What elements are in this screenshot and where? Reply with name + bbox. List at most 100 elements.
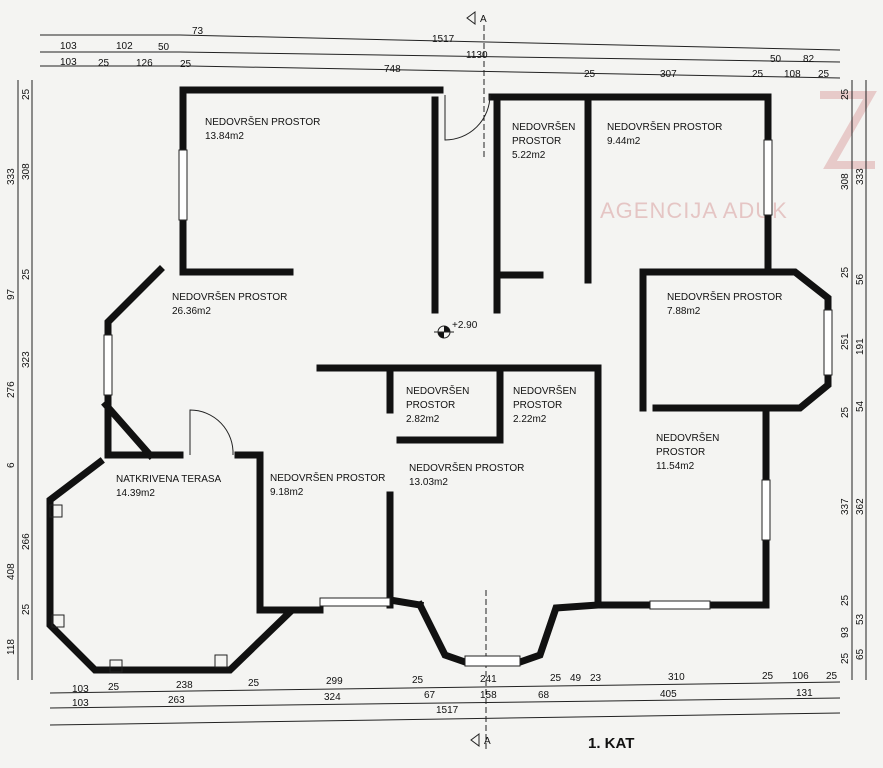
svg-text:25: 25 <box>412 675 424 686</box>
svg-text:25: 25 <box>840 266 851 278</box>
svg-text:408: 408 <box>6 563 17 580</box>
watermark-logo <box>820 91 877 169</box>
svg-text:158: 158 <box>480 690 497 701</box>
svg-text:25: 25 <box>108 682 120 693</box>
svg-text:23: 23 <box>590 673 602 684</box>
svg-text:5.22m2: 5.22m2 <box>512 150 546 161</box>
svg-text:1517: 1517 <box>436 705 459 716</box>
svg-text:NEDOVRŠEN PROSTOR: NEDOVRŠEN PROSTOR <box>172 290 287 303</box>
svg-text:NATKRIVENA TERASA: NATKRIVENA TERASA <box>116 474 222 485</box>
svg-text:26.36m2: 26.36m2 <box>172 306 211 317</box>
svg-text:7.88m2: 7.88m2 <box>667 306 701 317</box>
svg-text:241: 241 <box>480 674 497 685</box>
svg-text:333: 333 <box>855 168 866 185</box>
svg-text:PROSTOR: PROSTOR <box>656 447 705 458</box>
svg-text:25: 25 <box>248 678 260 689</box>
svg-text:25: 25 <box>550 673 562 684</box>
room-9-44: NEDOVRŠEN PROSTOR 9.44m2 <box>607 120 722 147</box>
svg-text:25: 25 <box>21 603 32 615</box>
svg-text:54: 54 <box>855 400 866 412</box>
svg-text:NEDOVRŠEN PROSTOR: NEDOVRŠEN PROSTOR <box>409 461 524 474</box>
svg-text:25: 25 <box>840 88 851 100</box>
svg-text:362: 362 <box>855 498 866 515</box>
svg-text:333: 333 <box>6 168 17 185</box>
level-marker: +2.90 <box>434 320 478 339</box>
svg-text:PROSTOR: PROSTOR <box>406 400 455 411</box>
svg-text:276: 276 <box>6 381 17 398</box>
svg-text:191: 191 <box>855 338 866 355</box>
svg-text:2.82m2: 2.82m2 <box>406 414 440 425</box>
svg-text:PROSTOR: PROSTOR <box>513 400 562 411</box>
svg-text:251: 251 <box>840 333 851 350</box>
bottom-dimensions: 103 25 238 25 299 25 241 25 49 23 310 25… <box>49 671 841 726</box>
svg-text:25: 25 <box>762 671 774 682</box>
svg-text:65: 65 <box>855 648 866 660</box>
watermark: AGENCIJA ADUK <box>600 198 788 223</box>
svg-text:1130: 1130 <box>466 50 488 61</box>
svg-text:307: 307 <box>660 69 677 80</box>
room-26-36: NEDOVRŠEN PROSTOR 26.36m2 <box>172 290 287 317</box>
room-2-22: NEDOVRŠEN PROSTOR 2.22m2 <box>513 384 576 425</box>
svg-text:NEDOVRŠEN PROSTOR: NEDOVRŠEN PROSTOR <box>205 115 320 128</box>
svg-text:108: 108 <box>784 69 801 80</box>
svg-text:118: 118 <box>6 639 17 655</box>
svg-text:25: 25 <box>21 268 32 280</box>
svg-text:405: 405 <box>660 689 677 700</box>
svg-text:PROSTOR: PROSTOR <box>512 136 561 147</box>
doors <box>189 94 491 456</box>
svg-text:25: 25 <box>21 88 32 100</box>
svg-text:56: 56 <box>855 273 866 285</box>
svg-text:11.54m2: 11.54m2 <box>656 461 695 472</box>
svg-text:50: 50 <box>158 42 170 53</box>
walls <box>46 86 832 674</box>
section-marker-top: A <box>466 11 487 160</box>
svg-text:NEDOVRŠEN PROSTOR: NEDOVRŠEN PROSTOR <box>607 120 722 133</box>
svg-text:131: 131 <box>796 688 813 699</box>
svg-text:9.44m2: 9.44m2 <box>607 136 641 147</box>
svg-text:323: 323 <box>21 351 32 368</box>
svg-text:238: 238 <box>176 680 193 691</box>
svg-text:266: 266 <box>21 533 32 550</box>
room-7-88: NEDOVRŠEN PROSTOR 7.88m2 <box>667 290 782 317</box>
svg-text:310: 310 <box>668 672 685 683</box>
svg-text:308: 308 <box>21 163 32 180</box>
room-5-22: NEDOVRŠEN PROSTOR 5.22m2 <box>512 120 575 161</box>
svg-text:NEDOVRŠEN PROSTOR: NEDOVRŠEN PROSTOR <box>270 471 385 484</box>
left-dimensions: 333 97 276 6 408 118 25 308 25 323 266 2… <box>6 80 33 680</box>
svg-text:25: 25 <box>826 671 838 682</box>
svg-text:25: 25 <box>840 652 851 664</box>
svg-text:NEDOVRŠEN: NEDOVRŠEN <box>512 120 575 133</box>
svg-text:25: 25 <box>180 59 192 70</box>
svg-text:25: 25 <box>840 594 851 606</box>
svg-text:263: 263 <box>168 695 185 706</box>
svg-text:103: 103 <box>72 698 89 709</box>
svg-text:97: 97 <box>6 288 17 300</box>
svg-text:NEDOVRŠEN PROSTOR: NEDOVRŠEN PROSTOR <box>667 290 782 303</box>
svg-text:299: 299 <box>326 676 343 687</box>
svg-text:106: 106 <box>792 671 809 682</box>
svg-text:67: 67 <box>424 690 436 701</box>
svg-text:25: 25 <box>752 69 764 80</box>
svg-text:25: 25 <box>818 69 830 80</box>
top-dimensions: 73 1517 103 102 50 1130 50 82 103 25 126… <box>40 26 841 80</box>
svg-text:103: 103 <box>60 57 77 68</box>
svg-text:25: 25 <box>98 58 110 69</box>
svg-text:2.22m2: 2.22m2 <box>513 414 547 425</box>
svg-text:103: 103 <box>60 41 77 52</box>
section-marker-bottom: A <box>470 590 491 750</box>
svg-text:NEDOVRŠEN: NEDOVRŠEN <box>513 384 576 397</box>
floor-title: 1. KAT <box>588 735 634 752</box>
svg-text:53: 53 <box>855 613 866 625</box>
right-dimensions: 25 308 25 251 25 337 25 93 25 333 56 191… <box>840 80 867 680</box>
svg-text:6: 6 <box>6 462 17 468</box>
svg-text:308: 308 <box>840 173 851 190</box>
svg-text:A: A <box>480 14 487 25</box>
svg-text:337: 337 <box>840 498 851 515</box>
